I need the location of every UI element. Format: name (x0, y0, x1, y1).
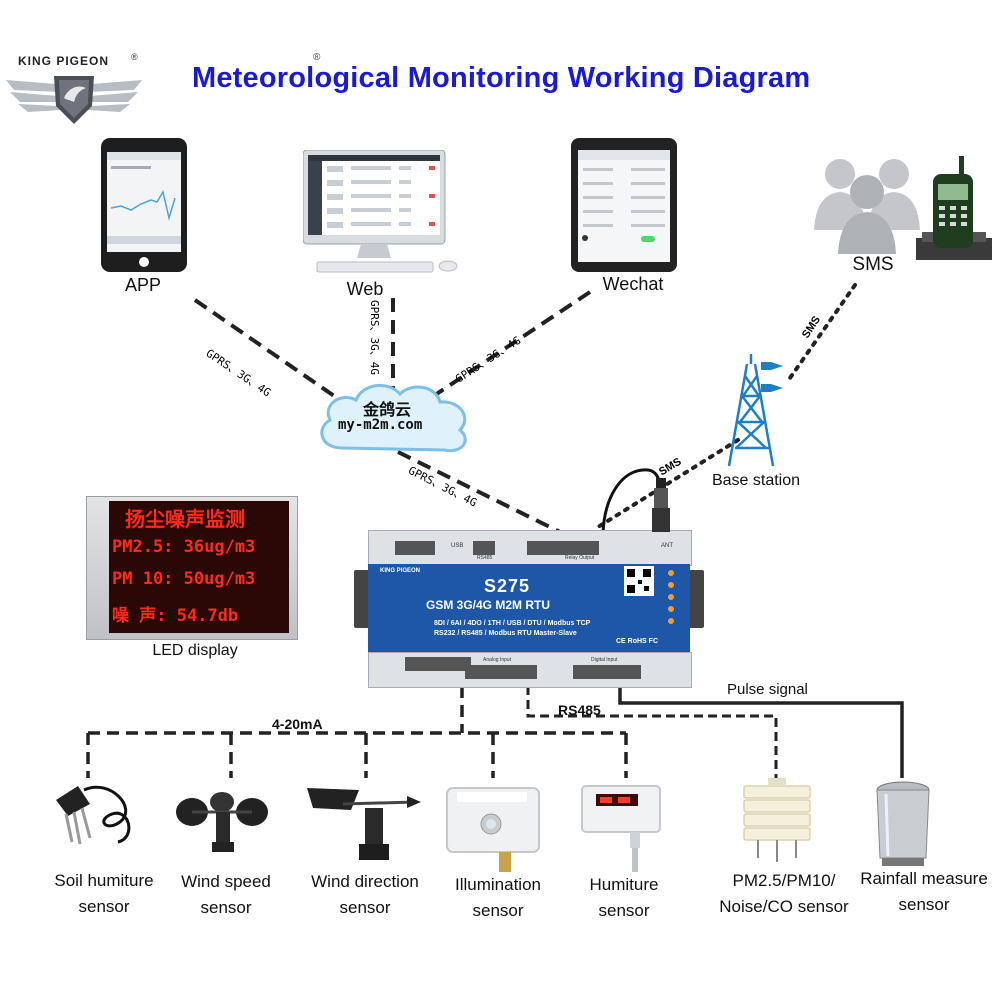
led-line-1: 扬尘噪声监测 (125, 507, 245, 531)
wind-speed-sensor-icon (176, 792, 268, 852)
base-station-tower-icon (727, 354, 783, 467)
device-model: S275 (484, 576, 531, 596)
s275-rtu-device: USB RS485 Relay Output ANT KING PIGEON S… (354, 530, 704, 688)
rs485-line (526, 686, 778, 778)
humiture-sensor-icon (581, 785, 661, 872)
ant-port-label: ANT (661, 543, 673, 549)
gprs-web-label: GPRS、3G、4G (368, 300, 381, 375)
device-cert: CE RoHS FC (616, 638, 658, 645)
rs485-port-label: RS485 (477, 555, 493, 561)
led-display-frame: 扬尘噪声监测 PM2.5: 36ug/m3 PM 10: 50ug/m3 噪 声… (86, 496, 298, 640)
led-line-4: 噪 声: 54.7db (112, 606, 239, 626)
device-subtitle: GSM 3G/4G M2M RTU (426, 598, 551, 612)
sms-label: SMS (852, 254, 894, 275)
qr-code-icon (624, 566, 654, 596)
led-display-screen: 扬尘噪声监测 PM2.5: 36ug/m3 PM 10: 50ug/m3 噪 声… (109, 501, 289, 633)
led-display-label: LED display (152, 642, 238, 659)
pulse-line (618, 686, 904, 778)
sensor-label-pm: PM2.5/PM10/Noise/CO sensor (719, 871, 849, 916)
antenna-connector-icon (652, 478, 670, 532)
device-bottom-terminals: Analog Input Digital Input (368, 652, 692, 688)
page-title: Meteorological Monitoring Working Diagra… (192, 62, 811, 94)
analog-input-label: Analog Input (483, 657, 512, 663)
device-face: KING PIGEON S275 GSM 3G/4G M2M RTU 8DI /… (368, 564, 690, 652)
digital-input-label: Digital Input (591, 657, 618, 663)
usb-port-label: USB (451, 543, 464, 549)
phone-app-icon (101, 138, 187, 272)
device-spec-1: 8DI / 6AI / 4DO / 1TH / USB / DTU / Modb… (434, 620, 591, 627)
link-sms-tower (788, 283, 857, 380)
king-pigeon-logo (6, 76, 142, 124)
title-registered-mark: ® (313, 52, 321, 63)
led-line-2: PM2.5: 36ug/m3 (112, 537, 256, 557)
rs485-signal-label: RS485 (558, 702, 601, 718)
wechat-label: Wechat (602, 274, 664, 294)
link-wechat-cloud (433, 290, 592, 397)
app-label: APP (124, 275, 162, 295)
link-tower-device (596, 438, 740, 529)
pulse-signal-label: Pulse signal (727, 681, 808, 698)
wind-direction-sensor-icon (307, 788, 421, 860)
brand-name: KING PIGEON (18, 54, 110, 68)
device-top-terminals: USB RS485 Relay Output ANT (368, 530, 692, 566)
monitor-web-icon (303, 150, 458, 273)
sms-users-icon (814, 156, 992, 260)
base-station-label: Base station (711, 472, 801, 489)
cloud-name: 金鸽云 (363, 400, 412, 419)
cloud-icon (320, 384, 467, 453)
device-brand: KING PIGEON (380, 568, 421, 574)
tablet-wechat-icon (571, 138, 677, 272)
relay-output-label: Relay Output (565, 555, 595, 561)
illumination-sensor-icon (446, 787, 540, 872)
pm-noise-co-sensor-icon (743, 778, 811, 862)
rainfall-sensor-icon (876, 781, 930, 866)
cloud-url: my-m2m.com (338, 417, 423, 433)
device-spec-2: RS232 / RS485 / Modbus RTU Master-Slave (434, 630, 577, 637)
link-cloud-device (397, 450, 561, 534)
soil-humiture-sensor-icon (56, 785, 131, 845)
web-label: Web (346, 279, 384, 299)
analog-signal-label: 4-20mA (272, 716, 323, 732)
link-app-cloud (193, 298, 342, 402)
brand-registered-mark: ® (131, 52, 138, 62)
led-line-3: PM 10: 50ug/m3 (112, 569, 256, 589)
